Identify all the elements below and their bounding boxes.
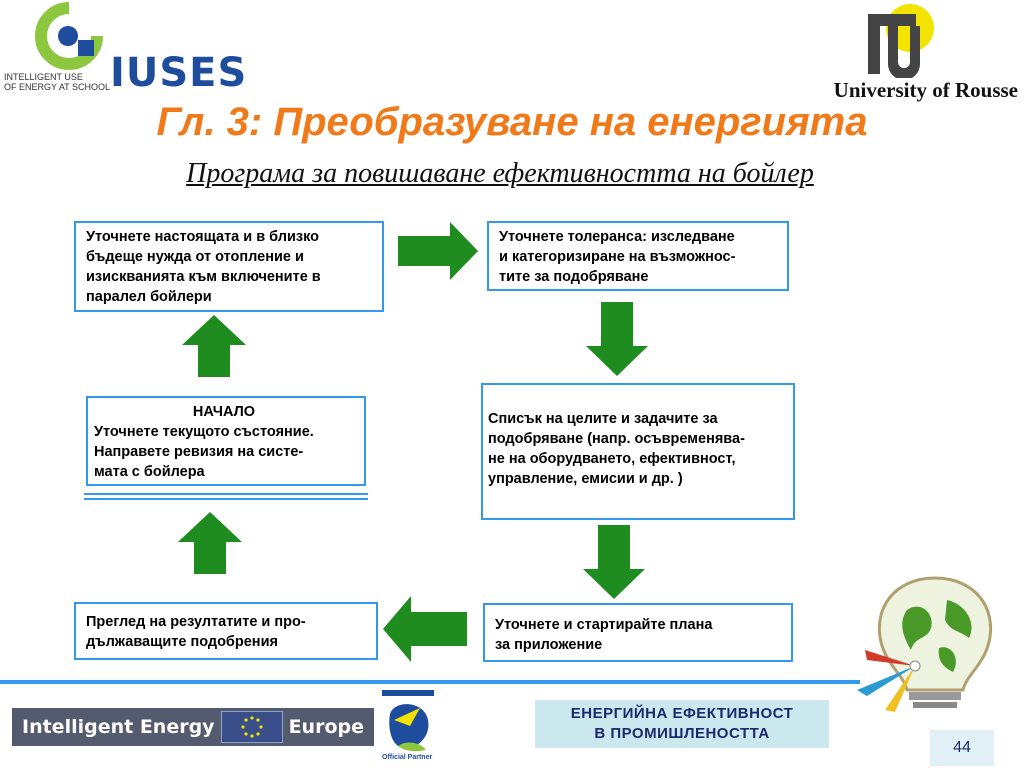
step-text-line: за приложение (495, 637, 603, 653)
footer-divider (0, 680, 860, 684)
university-name: University of Rousse (833, 78, 1018, 102)
step-text-line: Направете ревизия на систе- (94, 444, 304, 460)
step-box-goals: Списък на целите и задачите за подобрява… (481, 383, 795, 520)
iuses-logo-icon (35, 2, 103, 70)
intelligent-energy-europe-banner: Intelligent Energy Europe (12, 708, 374, 746)
start-box-underline (84, 493, 368, 495)
ie-banner-right-text: Europe (288, 716, 364, 738)
official-partner-label: Official Partner (382, 754, 433, 761)
step-box-start: НАЧАЛО Уточнете текущото състояние. Напр… (86, 396, 366, 486)
step-text-line: тите за подобряване (499, 269, 649, 285)
official-partner-icon (382, 690, 434, 752)
step-text-line: Преглед на резултатите и про- (86, 614, 306, 630)
arrow-up-icon (182, 315, 246, 377)
step-text-line: и категоризиране на възможнос- (499, 249, 736, 265)
step-text-line: изискванията към включените в (86, 269, 321, 285)
iuses-wordmark: IUSES (110, 50, 248, 96)
step-text-line: Уточнете толеранса: изследване (499, 229, 735, 245)
step-text-line: управление, емисии и др. ) (488, 471, 683, 487)
arrow-up-icon (178, 512, 242, 574)
step-box-review: Преглед на резултатите и про- дължаващит… (74, 602, 378, 660)
step-text-line: дължаващите подобрения (86, 634, 278, 650)
globe-lightbulb-icon (857, 576, 992, 712)
start-heading: НАЧАЛО (192, 404, 256, 420)
start-box-underline (84, 498, 368, 500)
arrow-right-icon (398, 222, 478, 280)
step-text-line: Уточнете настоящата и в близко (86, 229, 319, 245)
page-title: Гл. 3: Преобразуване на енергията (156, 100, 868, 144)
ie-banner-left-text: Intelligent Energy (22, 716, 215, 738)
arrow-down-icon (583, 525, 645, 599)
step-text-line: не на оборудването, ефективност, (488, 451, 736, 467)
step-text-line: подобряване (напр. осъвременява- (488, 431, 745, 447)
promo-box: ЕНЕРГИЙНА ЕФЕКТИВНОСТ В ПРОМИШЛЕНОСТТА (535, 700, 829, 748)
step-text-line: Уточнете и стартирайте плана (495, 617, 713, 633)
arrow-left-icon (383, 596, 467, 662)
eu-flag-icon (220, 711, 283, 743)
arrow-down-icon (586, 302, 648, 376)
step-text-line: Списък на целите и задачите за (488, 411, 718, 427)
step-box-tolerance: Уточнете толеранса: изследване и категор… (487, 221, 789, 291)
step-box-needs: Уточнете настоящата и в близко бъдеще ну… (74, 221, 384, 312)
university-rousse-logo-icon (868, 4, 934, 78)
iuses-tagline-line-1: INTELLIGENT USE (4, 72, 83, 82)
step-text-line: паралел бойлери (86, 289, 212, 305)
step-box-plan: Уточнете и стартирайте плана за приложен… (483, 603, 793, 662)
step-text-line: Уточнете текущото състояние. (94, 424, 314, 440)
step-text-line: мата с бойлера (94, 464, 205, 480)
step-text-line: бъдеще нужда от отопление и (86, 249, 304, 265)
promo-line: В ПРОМИШЛЕНОСТТА (594, 725, 770, 742)
page-number: 44 (930, 730, 994, 766)
iuses-tagline-line-2: OF ENERGY AT SCHOOL (4, 82, 111, 92)
promo-line: ЕНЕРГИЙНА ЕФЕКТИВНОСТ (570, 705, 794, 722)
page-subtitle: Програма за повишаване ефективността на … (186, 158, 814, 189)
